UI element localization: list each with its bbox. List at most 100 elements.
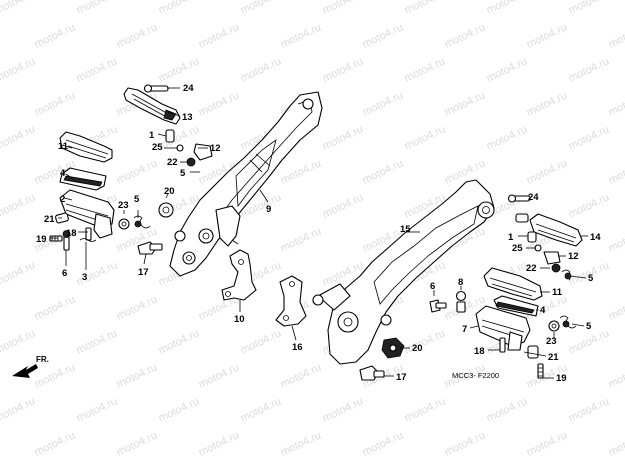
pin-1-left	[165, 129, 175, 143]
callout-5-right-bottom: 5	[586, 321, 592, 332]
nut-20-left	[158, 202, 174, 218]
footpeg-14	[515, 213, 583, 247]
bolt-19-right	[537, 363, 544, 379]
callout-19-right: 19	[556, 373, 567, 384]
watermark-text: moto4.ru	[157, 395, 201, 424]
nut-20-right	[381, 337, 405, 359]
callout-1-right: 1	[508, 232, 514, 243]
front-direction-arrow-icon	[12, 364, 38, 378]
pin-24-left	[143, 84, 169, 93]
callout-18-left: 18	[66, 228, 77, 239]
watermark-text: moto4.ru	[361, 157, 405, 186]
watermark-text: moto4.ru	[279, 361, 323, 390]
watermark-text: moto4.ru	[403, 327, 447, 356]
watermark-text: moto4.ru	[157, 55, 201, 84]
watermark-text: moto4.ru	[157, 327, 201, 356]
footpeg-11	[59, 131, 113, 163]
watermark-text: moto4.ru	[607, 225, 625, 254]
bolt-18-right	[499, 337, 506, 353]
step-holder-2	[59, 189, 115, 239]
watermark-text: moto4.ru	[75, 0, 119, 17]
watermark-text: moto4.ru	[485, 55, 529, 84]
callout-5-top-left: 5	[180, 168, 186, 179]
watermark-text: moto4.ru	[0, 191, 37, 220]
watermark-text: moto4.ru	[567, 395, 611, 424]
watermark-text: moto4.ru	[607, 293, 625, 322]
watermark-text: moto4.ru	[485, 123, 529, 152]
callout-25-left: 25	[152, 142, 163, 153]
watermark-text: moto4.ru	[239, 0, 283, 17]
heel-guard-10	[221, 249, 257, 301]
watermark-text: moto4.ru	[239, 55, 283, 84]
bolt-6-left	[62, 230, 71, 251]
watermark-text: moto4.ru	[197, 429, 241, 458]
watermark-text: moto4.ru	[443, 429, 487, 458]
watermark-text: moto4.ru	[279, 429, 323, 458]
watermark-text: moto4.ru	[115, 21, 159, 50]
watermark-text: moto4.ru	[525, 429, 569, 458]
spring-5-left	[133, 215, 151, 229]
step-bracket-15	[312, 179, 495, 365]
watermark-text: moto4.ru	[443, 89, 487, 118]
footpeg-13	[123, 87, 181, 125]
watermark-text: moto4.ru	[321, 0, 365, 17]
callout-11-right: 11	[552, 287, 563, 298]
watermark-text: moto4.ru	[443, 157, 487, 186]
callout-labels: 24 13 1 25 12 22 5 11 4 2 21 19 6 3 18 2…	[36, 83, 601, 384]
pin-1-right	[527, 231, 537, 243]
callout-22-right: 22	[526, 263, 537, 274]
watermark-text: moto4.ru	[361, 89, 405, 118]
callout-14: 14	[590, 232, 601, 243]
watermark-text: moto4.ru	[0, 55, 37, 84]
watermark-text: moto4.ru	[0, 395, 37, 424]
diagram-code: MCC3- F2200	[452, 371, 499, 380]
watermark-text: moto4.ru	[361, 429, 405, 458]
watermark-text: moto4.ru	[403, 123, 447, 152]
callout-22-left: 22	[167, 157, 178, 168]
watermark-text: moto4.ru	[157, 0, 201, 17]
plate-4-right	[493, 295, 539, 317]
callout-16: 16	[292, 342, 303, 353]
callout-17-right: 17	[396, 372, 407, 383]
callout-23-left: 23	[118, 200, 129, 211]
watermark-text: moto4.ru	[567, 55, 611, 84]
watermark-text: moto4.ru	[607, 157, 625, 186]
watermark-text: moto4.ru	[115, 361, 159, 390]
watermark-text: moto4.ru	[115, 293, 159, 322]
callout-11-left: 11	[58, 141, 69, 152]
watermark-text: moto4.ru	[33, 89, 77, 118]
callout-25-right: 25	[512, 243, 523, 254]
callout-1-left: 1	[149, 130, 155, 141]
callout-18-right: 18	[474, 346, 485, 357]
callout-20-right: 20	[412, 343, 423, 354]
callout-6-left: 6	[62, 268, 67, 279]
watermark-text: moto4.ru	[279, 157, 323, 186]
collar-23-right	[548, 320, 560, 332]
plate-4	[59, 167, 107, 191]
watermark-text: moto4.ru	[403, 0, 447, 17]
callout-7: 7	[462, 324, 467, 335]
watermark-text: moto4.ru	[197, 89, 241, 118]
callout-17-left: 17	[138, 267, 149, 278]
watermark-text: moto4.ru	[403, 395, 447, 424]
watermark-text: moto4.ru	[525, 21, 569, 50]
watermark-text: moto4.ru	[279, 21, 323, 50]
washer-22-left	[186, 157, 196, 167]
retainer-12-right	[543, 251, 561, 265]
watermark-text: moto4.ru	[197, 361, 241, 390]
callout-24-left: 24	[183, 83, 194, 94]
callout-8: 8	[458, 277, 463, 288]
callout-3: 3	[82, 272, 87, 283]
callout-13: 13	[182, 112, 193, 123]
callout-12-right: 12	[568, 251, 579, 262]
watermark-text: moto4.ru	[607, 361, 625, 390]
bolt-19-left	[49, 235, 63, 242]
callout-23-right: 23	[546, 336, 557, 347]
watermark-text: moto4.ru	[239, 395, 283, 424]
watermark-text: moto4.ru	[567, 0, 611, 17]
watermark-text: moto4.ru	[33, 429, 77, 458]
callout-4-left: 4	[60, 168, 66, 179]
spring-3-left	[79, 238, 97, 242]
bolt-17-right	[359, 365, 385, 381]
